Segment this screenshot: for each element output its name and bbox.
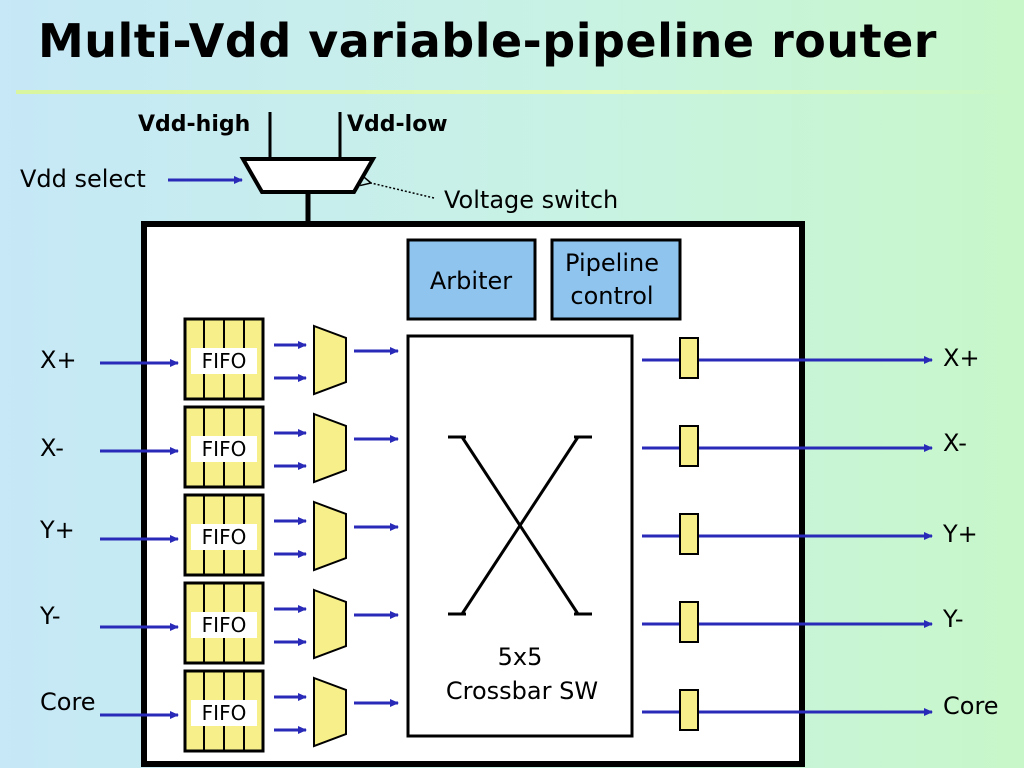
output-port-label: Core <box>943 692 999 720</box>
input-mux <box>313 324 347 396</box>
output-latch <box>679 601 699 643</box>
fifo-label-bg <box>191 612 257 638</box>
output-port-label: Y- <box>942 605 963 633</box>
crossbar-switch <box>406 334 634 738</box>
output-latch <box>679 689 699 731</box>
input-mux <box>313 676 347 748</box>
vdd-high-label: Vdd-high <box>138 112 250 137</box>
input-mux <box>313 500 347 572</box>
fifo-label-bg <box>191 700 257 726</box>
fifo-label: FIFO <box>202 437 247 461</box>
title-divider <box>16 90 1016 94</box>
fifo-label-bg <box>191 436 257 462</box>
crossbar-label-line2: Crossbar SW <box>446 677 598 705</box>
fifo-label-bg <box>191 524 257 550</box>
voltage-switch-pointer <box>371 183 435 199</box>
output-port-label: Y+ <box>942 520 978 548</box>
pipeline-control-label-line1: Pipeline <box>565 249 659 277</box>
input-mux <box>313 588 347 660</box>
arbiter-label: Arbiter <box>430 267 512 295</box>
output-latch <box>679 513 699 555</box>
output-latch <box>679 337 699 379</box>
input-port-label: Y+ <box>39 516 75 544</box>
input-port-label: X- <box>40 434 64 462</box>
fifo-label-bg <box>191 348 257 374</box>
fifo-label: FIFO <box>202 701 247 725</box>
fifo-label: FIFO <box>202 525 247 549</box>
input-port-label: X+ <box>40 346 77 374</box>
vdd-low-label: Vdd-low <box>347 112 448 137</box>
output-port-label: X+ <box>943 344 980 372</box>
voltage-switch <box>239 157 377 194</box>
crossbar-line-b <box>460 436 580 615</box>
port-channels: X+ FIFO X+ X- FIFO X- Y+ FIFO Y+ Y- FIFO Y- Core FIFO… <box>39 317 999 753</box>
pipeline-control-block <box>550 238 682 321</box>
pipeline-control-label-line2: control <box>570 282 653 310</box>
input-mux <box>313 412 347 484</box>
voltage-switch-label: Voltage switch <box>444 186 618 214</box>
arbiter-block <box>406 238 537 321</box>
fifo-label: FIFO <box>202 349 247 373</box>
input-port-label: Y- <box>39 602 60 630</box>
crossbar-label-line1: 5x5 <box>498 643 543 671</box>
page-title: Multi-Vdd variable-pipeline router <box>38 14 937 68</box>
output-latch <box>679 425 699 467</box>
fifo-label: FIFO <box>202 613 247 637</box>
output-port-label: X- <box>943 429 967 457</box>
input-port-label: Core <box>40 688 96 716</box>
vdd-select-label: Vdd select <box>20 165 146 193</box>
